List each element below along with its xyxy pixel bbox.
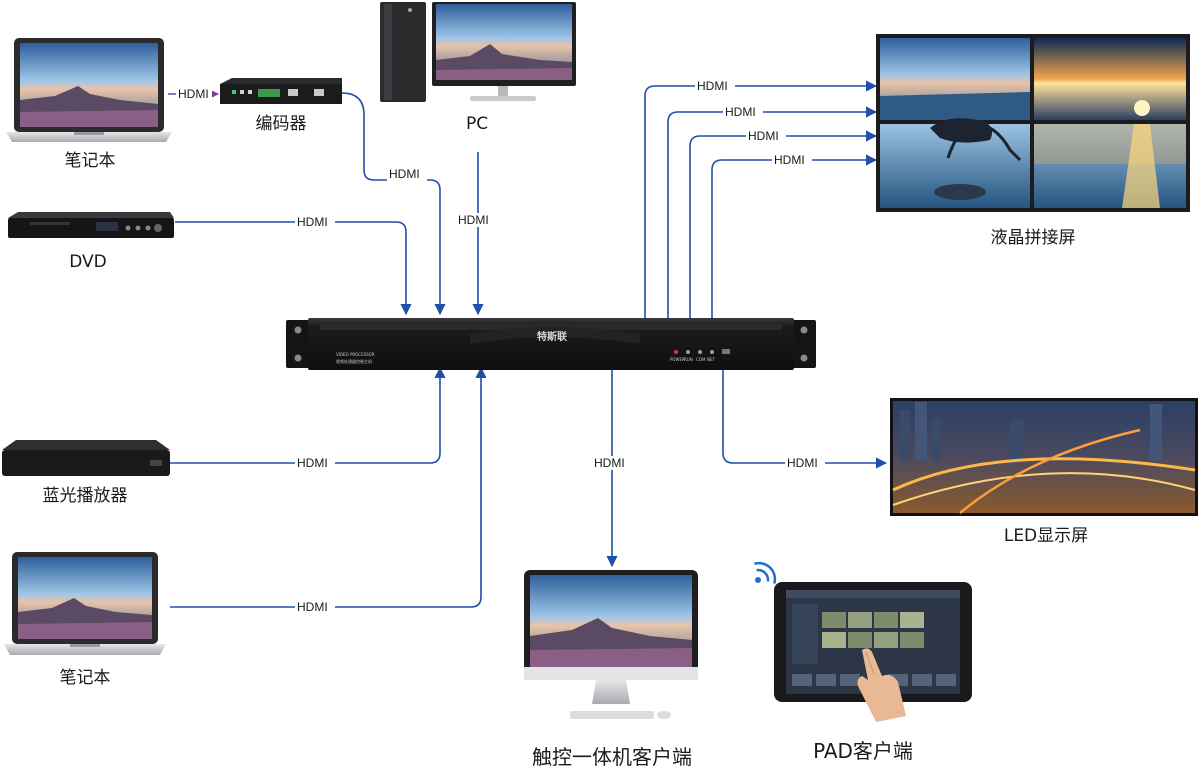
hdmi-label: HDMI <box>594 456 625 470</box>
hdmi-label: HDMI <box>458 213 489 227</box>
wire-processor-lcd-4 <box>711 154 878 320</box>
touch-client-label: 触控一体机客户端 <box>532 745 692 769</box>
bluray-device <box>2 440 170 476</box>
encoder-device <box>220 78 342 104</box>
laptop-bottom-device <box>4 552 166 655</box>
indicator-label-power: POWER <box>670 357 685 362</box>
wire-bluray-processor <box>170 366 446 464</box>
dvd-label: DVD <box>69 252 107 272</box>
encoder-label: 编码器 <box>256 114 307 134</box>
hdmi-label: HDMI <box>774 153 805 167</box>
pad-device <box>754 561 972 722</box>
touch-hand-icon <box>857 648 906 722</box>
dvd-device <box>8 212 174 238</box>
hdmi-label: HDMI <box>178 87 209 101</box>
hdmi-label: HDMI <box>389 167 420 181</box>
indicator-label-net: NET <box>707 357 716 362</box>
hdmi-labels: HDMI HDMI HDMI HDMI HDMI HDMI HDMI HDMI … <box>176 79 825 614</box>
laptop-bottom-label: 笔记本 <box>60 668 111 688</box>
led-display <box>890 398 1198 516</box>
lcd-splicing-wall <box>876 34 1190 212</box>
wire-laptop-processor <box>170 366 487 608</box>
lcd-wall-label: 液晶拼接屏 <box>991 228 1076 248</box>
hdmi-label: HDMI <box>297 456 328 470</box>
processor-sub-text: 视频处理器控制主机 <box>336 358 372 364</box>
indicator-label-run: RUN <box>684 357 693 362</box>
laptop-top-label: 笔记本 <box>65 151 116 171</box>
wire-processor-lcd-3 <box>689 130 878 320</box>
wire-processor-lcd-2 <box>667 106 878 320</box>
wire-processor-lcd-1 <box>644 80 878 320</box>
wire-dvd-processor <box>175 221 412 316</box>
wire-encoder-processor <box>341 92 446 316</box>
pad-client-label: PAD客户端 <box>813 739 913 763</box>
touch-all-in-one-device <box>524 570 698 719</box>
indicator-label-com: COM <box>696 357 706 362</box>
hdmi-label: HDMI <box>787 456 818 470</box>
hdmi-label: HDMI <box>297 600 328 614</box>
bluray-label: 蓝光播放器 <box>43 486 128 506</box>
wifi-icon <box>754 561 777 584</box>
pc-device <box>380 2 576 102</box>
laptop-top-device <box>6 38 172 142</box>
hdmi-label: HDMI <box>725 105 756 119</box>
hdmi-label: HDMI <box>697 79 728 93</box>
hdmi-label: HDMI <box>748 129 779 143</box>
wire-processor-led <box>722 370 888 469</box>
pc-label: PC <box>466 114 488 134</box>
processor-logo: 特斯联 <box>537 330 567 343</box>
led-label: LED显示屏 <box>1004 526 1088 546</box>
video-processor: 特斯联 VIDEO PROCESSOR 视频处理器控制主机 POWER RUN … <box>286 318 816 370</box>
processor-model-text: VIDEO PROCESSOR <box>336 352 375 357</box>
hdmi-label: HDMI <box>297 215 328 229</box>
